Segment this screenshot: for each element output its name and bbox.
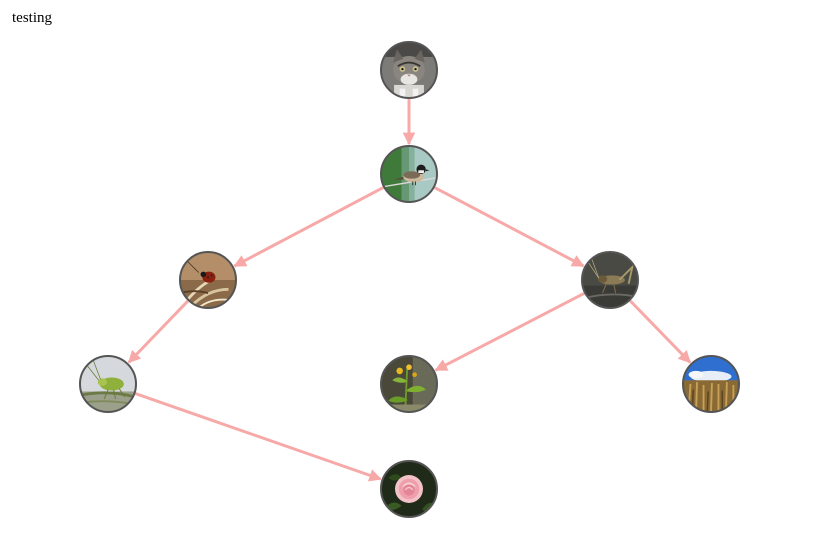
page-title: testing [12, 10, 52, 26]
aphid-photo-icon [80, 356, 136, 412]
flowering-plant-photo-icon [381, 356, 437, 412]
edge-bird-to-cricket [433, 186, 585, 268]
node-plant[interactable] [380, 355, 438, 413]
rose-photo-icon [381, 461, 437, 517]
node-border [380, 41, 438, 99]
node-border [380, 460, 438, 518]
nodes-layer [79, 41, 740, 518]
node-border [79, 355, 137, 413]
cricket-photo-icon [582, 252, 638, 308]
node-border [380, 145, 438, 203]
edge-bird-to-ladybug [233, 186, 385, 268]
node-cat[interactable] [380, 41, 438, 99]
edges-layer [127, 99, 692, 482]
node-aphid[interactable] [79, 355, 137, 413]
node-border [380, 355, 438, 413]
node-cricket[interactable] [581, 251, 639, 309]
node-border [682, 355, 740, 413]
node-border [581, 251, 639, 309]
edge-cricket-to-wheat [629, 299, 692, 364]
edge-cricket-to-plant [434, 291, 585, 372]
chickadee-photo-icon [381, 146, 437, 202]
cat-photo-icon [381, 42, 437, 98]
node-ladybug[interactable] [179, 251, 237, 309]
edge-aphid-to-rose [134, 392, 382, 482]
edge-ladybug-to-aphid [127, 299, 189, 364]
node-bird[interactable] [380, 145, 438, 203]
node-rose[interactable] [380, 460, 438, 518]
node-border [179, 251, 237, 309]
wheat-field-photo-icon [683, 356, 739, 412]
node-wheat[interactable] [682, 355, 740, 413]
ladybug-photo-icon [180, 252, 236, 308]
